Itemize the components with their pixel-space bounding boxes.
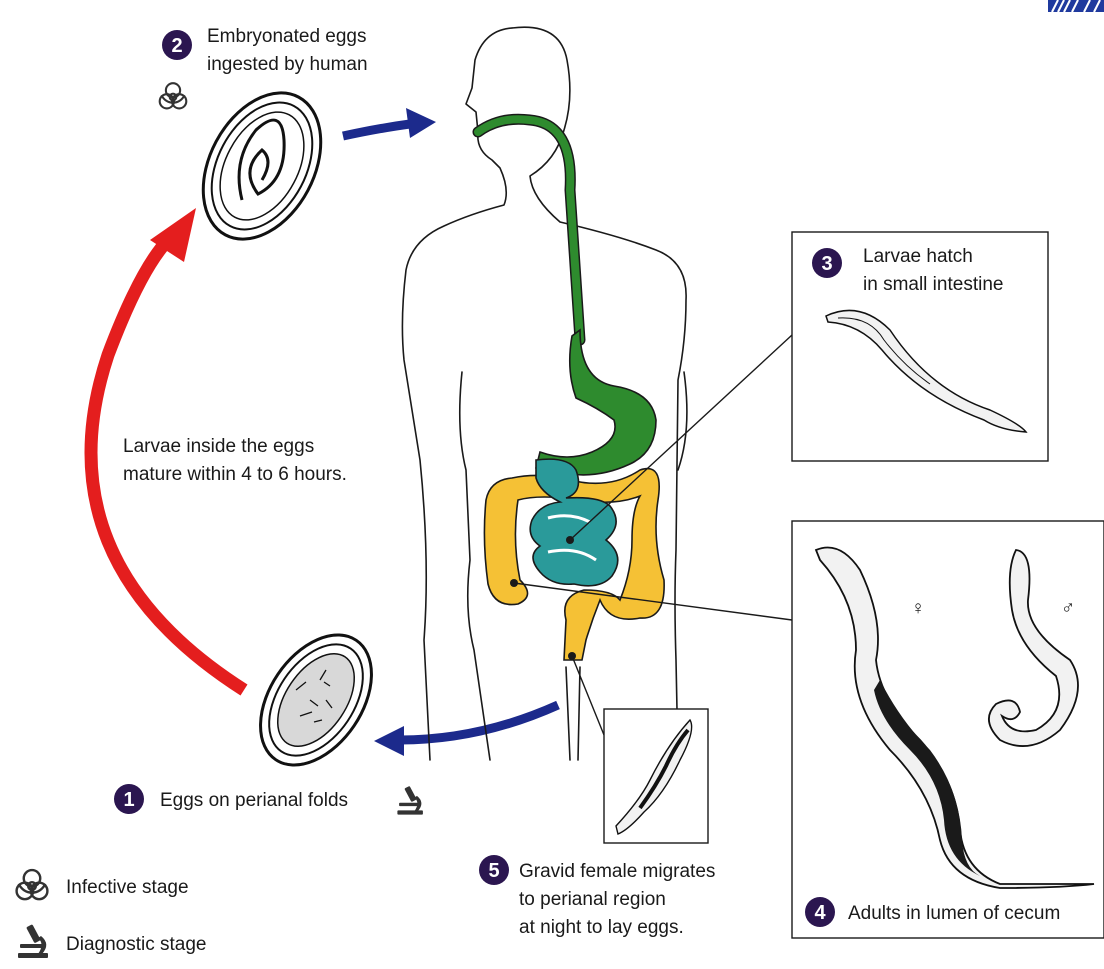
step-badge-5: 5: [479, 855, 509, 885]
legend-biohazard-icon: [17, 870, 48, 899]
svg-text:5: 5: [488, 860, 499, 882]
corner-logo: [1048, 0, 1104, 12]
svg-text:4: 4: [814, 902, 826, 924]
microscope-icon: [397, 786, 423, 815]
step-3-label-line-1: Larvae hatch: [863, 246, 973, 267]
step-5-label-line-1: Gravid female migrates: [519, 861, 715, 882]
female-symbol: ♀: [911, 598, 925, 619]
blue-egg-laying-arrow: [374, 705, 558, 756]
biohazard-icon: [160, 83, 187, 108]
step-2-label-line-1: Embryonated eggs: [207, 26, 367, 47]
embryonated-egg-image: [179, 73, 344, 260]
maturation-note-line-1: Larvae inside the eggs: [123, 436, 314, 457]
legend-microscope-icon: [18, 924, 48, 958]
human-body-outline: [402, 27, 687, 760]
step-1-label: Eggs on perianal folds: [160, 790, 348, 811]
panel-gravid-female: [604, 709, 708, 843]
male-symbol: ♂: [1061, 598, 1075, 619]
perianal-egg-image: [238, 615, 395, 786]
legend-diagnostic-label: Diagnostic stage: [66, 934, 206, 955]
step-badge-3: 3: [812, 248, 842, 278]
svg-text:1: 1: [123, 789, 134, 811]
step-badge-2: 2: [162, 30, 192, 60]
step-badge-4: 4: [805, 897, 835, 927]
small-intestine: [530, 459, 618, 586]
step-4-label: Adults in lumen of cecum: [848, 903, 1060, 924]
legend-infective-label: Infective stage: [66, 877, 189, 898]
step-5-label-line-3: at night to lay eggs.: [519, 917, 684, 938]
legend: Infective stage Diagnostic stage: [17, 870, 207, 958]
panel-adults-cecum: ♀ ♂: [792, 521, 1104, 938]
step-badge-1: 1: [114, 784, 144, 814]
step-5-label-line-2: to perianal region: [519, 889, 666, 910]
svg-text:3: 3: [821, 253, 832, 275]
svg-text:2: 2: [171, 35, 182, 57]
esophagus-and-stomach: [478, 119, 656, 475]
maturation-note-line-2: mature within 4 to 6 hours.: [123, 464, 347, 485]
step-3-label-line-2: in small intestine: [863, 274, 1003, 295]
blue-ingestion-arrow: [343, 108, 436, 138]
step-2-label-line-2: ingested by human: [207, 54, 368, 75]
